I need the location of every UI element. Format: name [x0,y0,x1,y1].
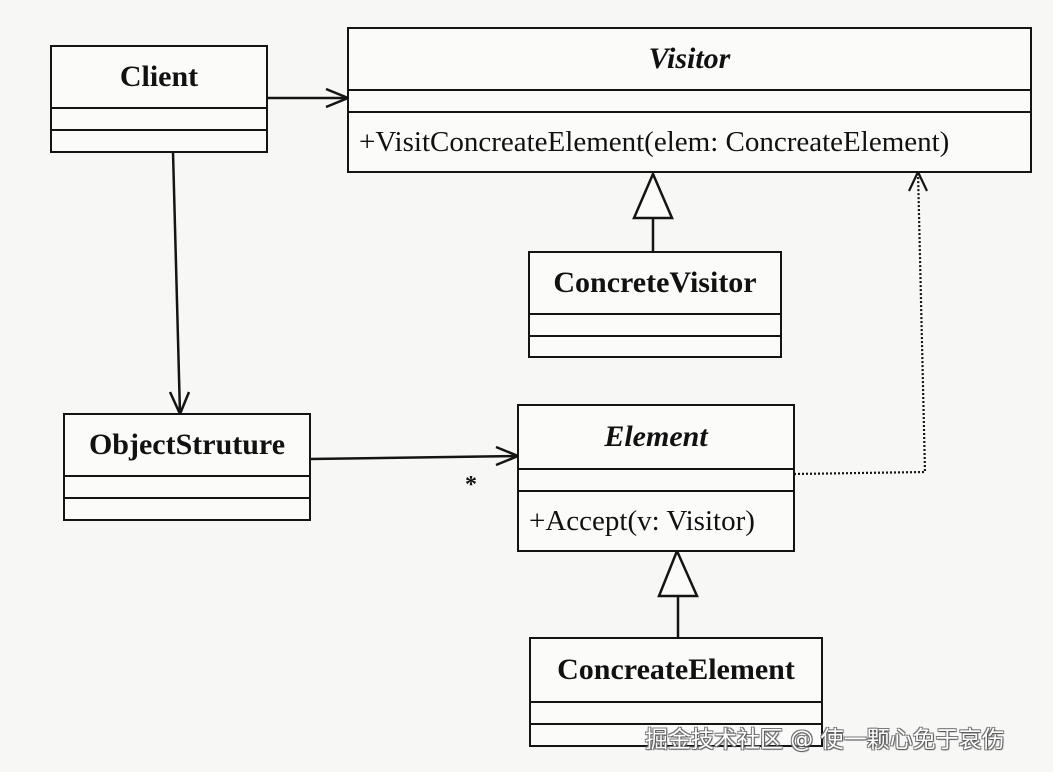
operations-compartment [530,337,780,356]
class-element[interactable]: Element +Accept(v: Visitor) [517,404,795,552]
class-name: ObjectStruture [65,415,309,477]
operation: +VisitConcreateElement(elem: ConcreateEl… [359,125,950,158]
watermark: 掘金技术社区 @ 使一颗心免于哀伤 [645,727,1005,753]
attributes-compartment [65,477,309,499]
attributes-compartment [349,91,1030,113]
association-objectstructure-element [309,454,519,461]
class-concrete-visitor[interactable]: ConcreteVisitor [528,251,782,358]
hollow-triangle-arrowhead-icon [657,547,699,598]
operations-compartment: +Accept(v: Visitor) [519,492,793,550]
attributes-compartment [530,315,780,337]
class-name: Visitor [349,29,1030,91]
class-visitor[interactable]: Visitor +VisitConcreateElement(elem: Con… [347,27,1032,173]
operation: +Accept(v: Visitor) [529,504,755,537]
hollow-triangle-arrowhead-icon [632,170,674,220]
attributes-compartment [519,470,793,492]
attributes-compartment [52,109,266,131]
class-name: ConcreateElement [531,639,821,703]
class-name: Client [52,47,266,109]
attributes-compartment [531,703,821,725]
class-concreate-element[interactable]: ConcreateElement [529,637,823,747]
class-object-structure[interactable]: ObjectStruture [63,413,311,521]
operations-compartment [52,131,266,151]
operations-compartment: +VisitConcreateElement(elem: ConcreateEl… [349,113,1030,171]
dependency-element-visitor [793,171,927,476]
class-name: Element [519,406,793,470]
multiplicity-label: * [465,472,477,498]
association-client-objectstructure [171,151,182,415]
class-name: ConcreteVisitor [530,253,780,315]
operations-compartment [65,499,309,519]
class-client[interactable]: Client [50,45,268,153]
